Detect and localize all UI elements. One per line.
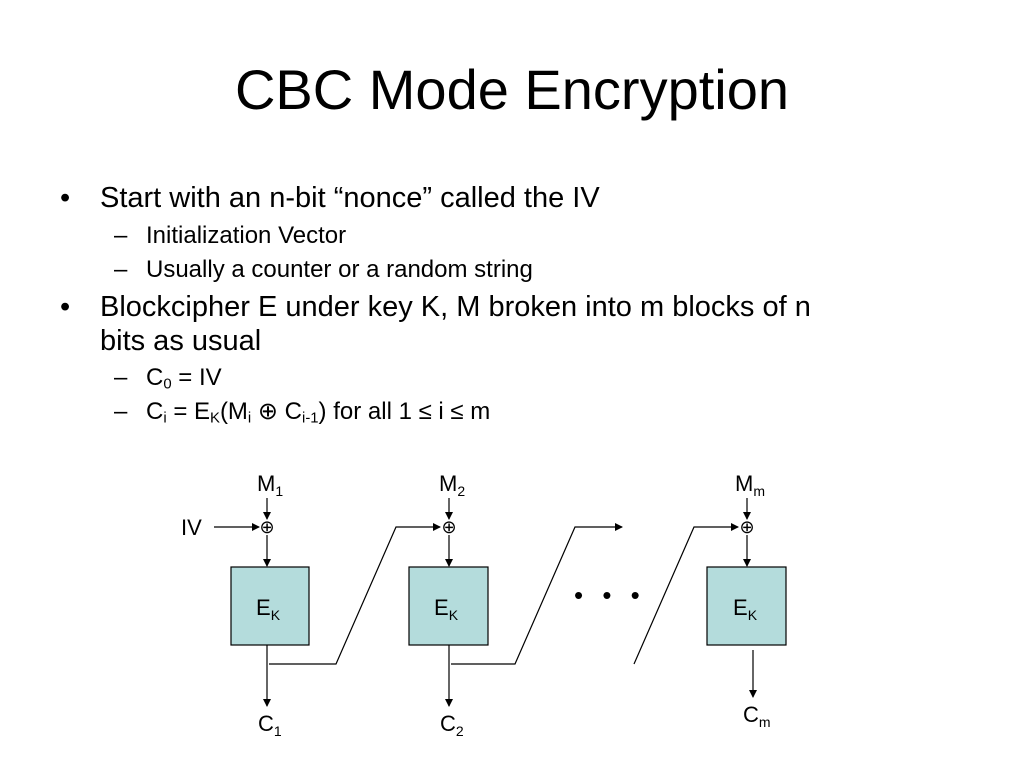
bullet-list: • Start with an n-bit “nonce” called the… bbox=[60, 181, 811, 427]
ellipsis-dots: • • • bbox=[574, 580, 646, 610]
mm-label: Mm bbox=[735, 471, 765, 499]
sub-bullet-item: – Initialization Vector bbox=[114, 222, 347, 250]
bullet-text: Start with an n-bit “nonce” called the I… bbox=[100, 182, 600, 214]
sub-bullet-text: Initialization Vector bbox=[146, 222, 347, 249]
bullet-dot: • bbox=[60, 182, 71, 214]
sub-bullet-item: – Usually a counter or a random string bbox=[114, 256, 533, 284]
bullet-item: • Start with an n-bit “nonce” called the… bbox=[60, 181, 600, 215]
bullet-dot: • bbox=[60, 291, 71, 323]
formula-ci: Ci = EK(Mi ⊕ Ci-1) for all 1 ≤ i ≤ m bbox=[146, 398, 491, 427]
xor-icon: ⊕ bbox=[259, 517, 274, 537]
ek-label: EK bbox=[256, 595, 281, 623]
block-cipher-box bbox=[706, 566, 787, 646]
sub-bullet-item: – C0 = IV bbox=[114, 364, 222, 393]
bullet-item: • Blockcipher E under key K, M broken in… bbox=[60, 290, 811, 358]
ek-label: EK bbox=[434, 595, 459, 623]
chain-arrow bbox=[633, 523, 739, 665]
slide-title: CBC Mode Encryption bbox=[234, 58, 789, 121]
formula-c0: C0 = IV bbox=[146, 364, 222, 393]
sub-bullet-dash: – bbox=[114, 398, 128, 425]
iv-label: IV bbox=[181, 515, 202, 540]
bullet-text-line2: bits as usual bbox=[100, 325, 262, 357]
m2-label: M2 bbox=[439, 471, 465, 499]
sub-bullet-dash: – bbox=[114, 364, 128, 391]
sub-bullet-text: Usually a counter or a random string bbox=[146, 256, 533, 283]
cm-label: Cm bbox=[743, 702, 771, 730]
chain-arrow bbox=[269, 523, 441, 665]
sub-bullet-dash: – bbox=[114, 222, 128, 249]
bullet-text-line1: Blockcipher E under key K, M broken into… bbox=[100, 291, 811, 323]
ek-label: EK bbox=[733, 595, 758, 623]
block-cipher-box bbox=[230, 566, 310, 646]
c2-label: C2 bbox=[440, 711, 464, 739]
sub-bullet-item: – Ci = EK(Mi ⊕ Ci-1) for all 1 ≤ i ≤ m bbox=[114, 398, 491, 427]
sub-bullet-dash: – bbox=[114, 256, 128, 283]
c1-label: C1 bbox=[258, 711, 282, 739]
chain-arrow bbox=[451, 523, 623, 665]
xor-icon: ⊕ bbox=[739, 517, 754, 537]
xor-icon: ⊕ bbox=[441, 517, 456, 537]
m1-label: M1 bbox=[257, 471, 283, 499]
